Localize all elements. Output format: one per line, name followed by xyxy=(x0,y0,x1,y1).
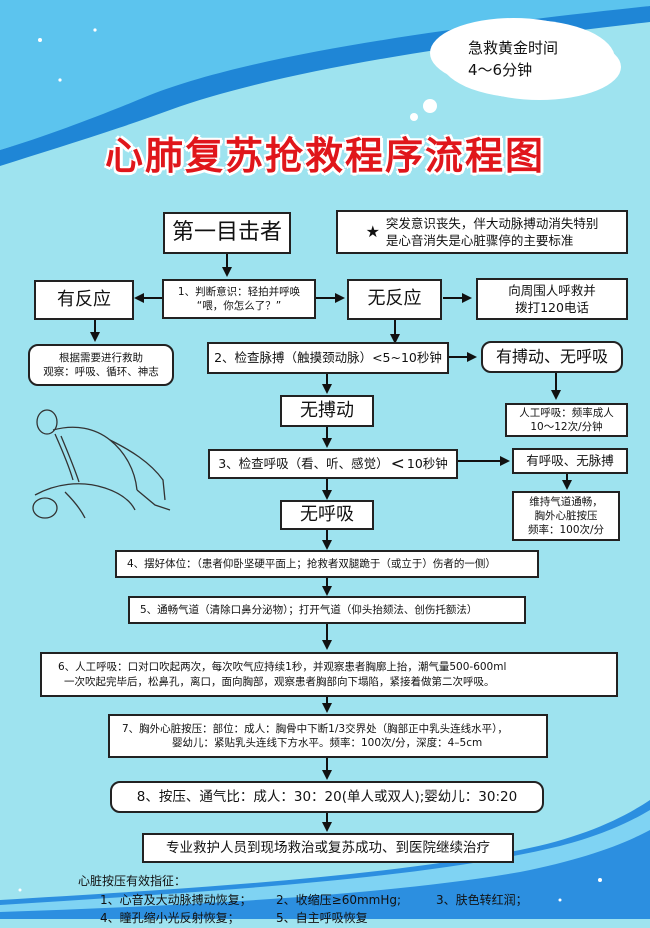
top-wave-band xyxy=(0,6,650,166)
first-witness-box: 第一目击者 xyxy=(163,212,291,254)
no-response-box: 无反应 xyxy=(347,279,442,320)
sparkle xyxy=(38,38,42,42)
step6-line-1: 6、人工呼吸：口对口吹起两次，每次吹气应持续1秒，并观察患者胸廓上抬，潮气量50… xyxy=(58,661,507,674)
response-action-line-1: 根据需要进行救助 xyxy=(59,351,143,364)
bottom-wave-light xyxy=(0,810,650,912)
effective-indicators: 心脏按压有效指征： 1、心音及大动脉搏动恢复； 2、收缩压≥60mmHg; 3、… xyxy=(78,872,598,928)
breath-no-pulse-label: 有呼吸、无脉搏 xyxy=(526,452,614,468)
cpr-illustration xyxy=(32,409,171,519)
step3-suffix: 10秒钟 xyxy=(406,455,448,471)
pulse-no-breath-box: 有搏动、无呼吸 xyxy=(481,341,623,373)
golden-time-cloud: 急救黄金时间 4～6分钟 xyxy=(440,20,615,98)
effective-item-5: 5、自主呼吸恢复 xyxy=(276,911,368,926)
step1-line-1: 1、判断意识：轻拍并呼唤 xyxy=(177,285,301,298)
effective-item-4: 4、瞳孔缩小光反射恢复； xyxy=(100,911,240,926)
response-action-box: 根据需要进行救助 观察：呼吸、循环、神志 xyxy=(28,344,174,386)
golden-time-value: 4～6分钟 xyxy=(468,61,533,79)
golden-time-label: 急救黄金时间 xyxy=(468,38,559,57)
step3-less-than: < xyxy=(390,453,405,474)
step8-box: 8、按压、通气比：成人：30：20(单人或双人);婴幼儿：30:20 xyxy=(110,781,544,813)
step6-box: 6、人工呼吸：口对口吹起两次，每次吹气应持续1秒，并观察患者胸廓上抬，潮气量50… xyxy=(40,652,618,697)
no-pulse-label: 无搏动 xyxy=(300,399,354,421)
call-help-line-2: 拨打120电话 xyxy=(515,300,589,315)
cloud-bubble xyxy=(410,113,418,121)
maintain-line-1: 维持气道通畅， xyxy=(529,495,603,508)
step3-box: 3、检查呼吸（看、听、感觉） < 10秒钟 xyxy=(208,449,458,479)
final-box: 专业救护人员到现场救治或复苏成功、到医院继续治疗 xyxy=(142,833,514,863)
effective-row-2: 4、瞳孔缩小光反射恢复； 5、自主呼吸恢复 xyxy=(78,909,598,928)
effective-item-3: 3、肤色转红润； xyxy=(436,892,528,907)
no-pulse-box: 无搏动 xyxy=(280,395,374,427)
step6-line-2: 一次吹起完毕后，松鼻孔，离口，面向胸部，观察患者胸部向下塌陷，紧接着做第二次呼吸… xyxy=(64,675,495,688)
breath-no-pulse-box: 有呼吸、无脉搏 xyxy=(512,448,628,474)
artificial-resp-line-1: 人工呼吸：频率成人 xyxy=(519,406,614,419)
step4-box: 4、摆好体位：（患者仰卧坚硬平面上；抢救者双腿跪于（或立于）伤者的一侧） xyxy=(115,550,539,578)
cloud-bubble xyxy=(423,99,437,113)
patient-body xyxy=(34,483,136,511)
first-witness-label: 第一目击者 xyxy=(171,220,282,246)
step2-box: 2、检查脉搏（触摸颈动脉）<5~10秒钟 xyxy=(207,342,449,374)
maintain-line-2: 胸外心脏按压 xyxy=(534,509,598,522)
no-breath-box: 无呼吸 xyxy=(280,500,374,530)
page-title: 心肺复苏抢救程序流程图 xyxy=(104,133,545,178)
rescuer-head xyxy=(36,409,58,435)
sparkle xyxy=(58,78,62,82)
step3-prefix: 3、检查呼吸（看、听、感觉） xyxy=(218,455,389,471)
final-label: 专业救护人员到现场救治或复苏成功、到医院继续治疗 xyxy=(166,839,490,856)
cardiac-arrest-criteria: ★ 突发意识丧失，伴大动脉搏动消失特别 是心音消失是心脏骤停的主要标准 xyxy=(336,210,628,254)
response-label: 有反应 xyxy=(57,288,111,310)
sparkle xyxy=(598,878,602,882)
step5-label: 5、通畅气道（清除口鼻分泌物）；打开气道（仰头抬颏法、创伤托额法） xyxy=(140,603,478,616)
step7-box: 7、胸外心脏按压：部位：成人：胸骨中下断1/3交界处（胸部正中乳头连线水平）， … xyxy=(108,714,548,758)
sparkle xyxy=(93,28,97,32)
artificial-resp-box: 人工呼吸：频率成人 10～12次/分钟 xyxy=(505,403,628,437)
step7-line-2: 婴幼儿：紧贴乳头连线下方水平。频率：100次/分，深度：4–5cm xyxy=(172,737,483,749)
effective-row-1: 1、心音及大动脉搏动恢复； 2、收缩压≥60mmHg; 3、肤色转红润； xyxy=(78,891,598,910)
step1-line-2: “喂，你怎么了？” xyxy=(196,300,282,312)
rescuer-leg xyxy=(109,439,171,511)
no-breath-label: 无呼吸 xyxy=(300,503,354,525)
criteria-line-1: 突发意识丧失，伴大动脉搏动消失特别 xyxy=(385,215,599,231)
response-action-line-2: 观察：呼吸、循环、神志 xyxy=(43,366,159,378)
effective-title: 心脏按压有效指征： xyxy=(78,874,187,888)
pulse-no-breath-label: 有搏动、无呼吸 xyxy=(495,347,608,367)
step2-label: 2、检查脉搏（触摸颈动脉）<5~10秒钟 xyxy=(214,349,442,365)
star-icon: ★ xyxy=(365,221,380,241)
sparkle xyxy=(18,888,22,892)
step1-box: 1、判断意识：轻拍并呼唤 “喂，你怎么了？” xyxy=(162,279,316,319)
top-wave xyxy=(0,0,650,150)
maintain-box: 维持气道通畅， 胸外心脏按压 频率：100次/分 xyxy=(512,491,620,541)
criteria-line-2: 是心音消失是心脏骤停的主要标准 xyxy=(385,233,574,248)
step5-box: 5、通畅气道（清除口鼻分泌物）；打开气道（仰头抬颏法、创伤托额法） xyxy=(128,596,526,624)
response-box: 有反应 xyxy=(34,280,134,320)
step7-line-1: 7、胸外心脏按压：部位：成人：胸骨中下断1/3交界处（胸部正中乳头连线水平）， xyxy=(122,722,508,735)
call-help-box: 向周围人呼救并 拨打120电话 xyxy=(476,278,628,320)
call-help-line-1: 向周围人呼救并 xyxy=(508,282,596,298)
artificial-resp-line-2: 10～12次/分钟 xyxy=(530,421,603,433)
step4-label: 4、摆好体位：（患者仰卧坚硬平面上；抢救者双腿跪于（或立于）伤者的一侧） xyxy=(127,557,496,570)
effective-item-1: 1、心音及大动脉搏动恢复； xyxy=(100,892,252,907)
patient-head xyxy=(32,497,58,519)
rescuer-arm xyxy=(54,433,80,483)
maintain-line-3: 频率：100次/分 xyxy=(527,524,605,537)
no-response-label: 无反应 xyxy=(367,288,422,310)
patient-arm xyxy=(64,491,86,519)
sparkle xyxy=(558,898,562,902)
step8-label: 8、按压、通气比：成人：30：20(单人或双人);婴幼儿：30:20 xyxy=(136,788,518,805)
effective-item-2: 2、收缩压≥60mmHg; xyxy=(276,892,402,907)
bottom-wave xyxy=(0,800,650,919)
